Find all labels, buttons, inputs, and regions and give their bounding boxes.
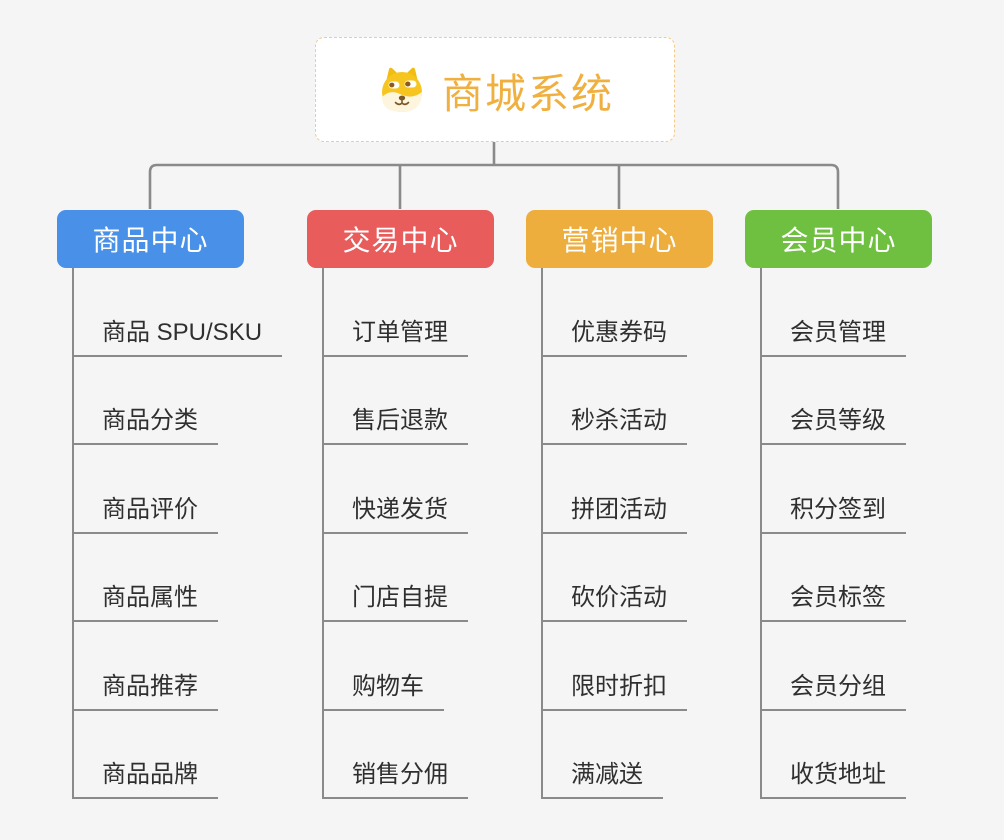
- doge-icon: [376, 66, 428, 114]
- branch-item-label: 拼团活动: [571, 495, 667, 523]
- branch-item-label: 优惠券码: [571, 318, 667, 346]
- branch-item-label: 购物车: [352, 672, 424, 700]
- branch-item[interactable]: 积分签到: [760, 445, 906, 534]
- branch-items: 订单管理售后退款快递发货门店自提购物车销售分佣: [322, 268, 468, 799]
- branch-trunk-line: [322, 268, 324, 799]
- branch-item-label: 商品评价: [102, 495, 198, 523]
- branch-item-label: 秒杀活动: [571, 407, 667, 434]
- branch-item[interactable]: 会员管理: [760, 268, 906, 357]
- branch-item[interactable]: 限时折扣: [541, 622, 687, 711]
- branch-item[interactable]: 快递发货: [322, 445, 468, 534]
- branch-items: 优惠券码秒杀活动拼团活动砍价活动限时折扣满减送: [541, 268, 687, 799]
- branch-items: 商品 SPU/SKU 商品分类商品评价商品属性商品推荐商品品牌: [72, 268, 283, 799]
- branch-item-label: 商品品牌: [102, 761, 198, 788]
- branch-item[interactable]: 订单管理: [322, 268, 468, 357]
- branch-item[interactable]: 优惠券码: [541, 268, 687, 357]
- branch-item[interactable]: 商品属性: [72, 534, 218, 622]
- branch-3: 会员中心 会员管理会员等级积分签到会员标签会员分组收货地址: [745, 210, 932, 799]
- branch-item-label: 砍价活动: [571, 584, 667, 611]
- branch-item-label: 门店自提: [352, 584, 448, 611]
- branch-item-label: 售后退款: [352, 407, 448, 434]
- branch-item[interactable]: 会员等级: [760, 357, 906, 445]
- branch-item-label: 积分签到: [790, 495, 886, 523]
- branch-item-label: 销售分佣: [352, 761, 448, 788]
- branch-item[interactable]: 商品 SPU/SKU: [72, 268, 283, 357]
- branch-item-label: 商品属性: [102, 584, 198, 611]
- branch-item-label: 商品推荐: [102, 672, 198, 700]
- branch-item-label: 订单管理: [352, 318, 448, 346]
- branch-item[interactable]: 门店自提: [322, 534, 468, 622]
- branch-item-label: 收货地址: [790, 761, 886, 788]
- branch-item-label: 会员等级: [790, 407, 886, 434]
- branch-item-label: 快递发货: [352, 495, 448, 523]
- branch-item[interactable]: 购物车: [322, 622, 444, 711]
- branch-item[interactable]: 满减送: [541, 711, 663, 799]
- branch-item-label: 商品分类: [102, 407, 198, 434]
- root-node[interactable]: 商城系统: [315, 37, 675, 142]
- branch-header-0[interactable]: 商品中心: [57, 210, 244, 268]
- branch-item[interactable]: 商品推荐: [72, 622, 218, 711]
- branch-item[interactable]: 售后退款: [322, 357, 468, 445]
- branch-1: 交易中心 订单管理售后退款快递发货门店自提购物车销售分佣: [307, 210, 494, 799]
- branch-item[interactable]: 商品分类: [72, 357, 218, 445]
- branch-trunk-line: [541, 268, 543, 799]
- branch-item-label: 会员管理: [790, 318, 886, 346]
- branch-trunk-line: [760, 268, 762, 799]
- branch-item[interactable]: 销售分佣: [322, 711, 468, 799]
- main-connector-line: [148, 163, 840, 209]
- branch-item-label: 会员标签: [790, 584, 886, 611]
- branch-header-3[interactable]: 会员中心: [745, 210, 932, 268]
- branch-item[interactable]: 会员分组: [760, 622, 906, 711]
- branch-2: 营销中心 优惠券码秒杀活动拼团活动砍价活动限时折扣满减送: [526, 210, 713, 799]
- root-title: 商城系统: [442, 70, 614, 117]
- branch-item-label: 会员分组: [790, 672, 886, 700]
- branch-item-label: 限时折扣: [571, 672, 667, 700]
- branch-item[interactable]: 拼团活动: [541, 445, 687, 534]
- branch-item[interactable]: 商品评价: [72, 445, 218, 534]
- branch-item[interactable]: 砍价活动: [541, 534, 687, 622]
- branch-header-2[interactable]: 营销中心: [526, 210, 713, 268]
- branch-item[interactable]: 商品品牌: [72, 711, 218, 799]
- branch-item[interactable]: 收货地址: [760, 711, 906, 799]
- branch-item[interactable]: 会员标签: [760, 534, 906, 622]
- branch-item-label: 商品 SPU/SKU: [102, 318, 263, 346]
- branch-trunk-line: [72, 268, 74, 799]
- branch-header-1[interactable]: 交易中心: [307, 210, 494, 268]
- branch-items: 会员管理会员等级积分签到会员标签会员分组收货地址: [760, 268, 906, 799]
- branch-item-label: 满减送: [571, 761, 643, 788]
- branch-item[interactable]: 秒杀活动: [541, 357, 687, 445]
- branch-0: 商品中心 商品 SPU/SKU 商品分类商品评价商品属性商品推荐商品品牌: [57, 210, 283, 799]
